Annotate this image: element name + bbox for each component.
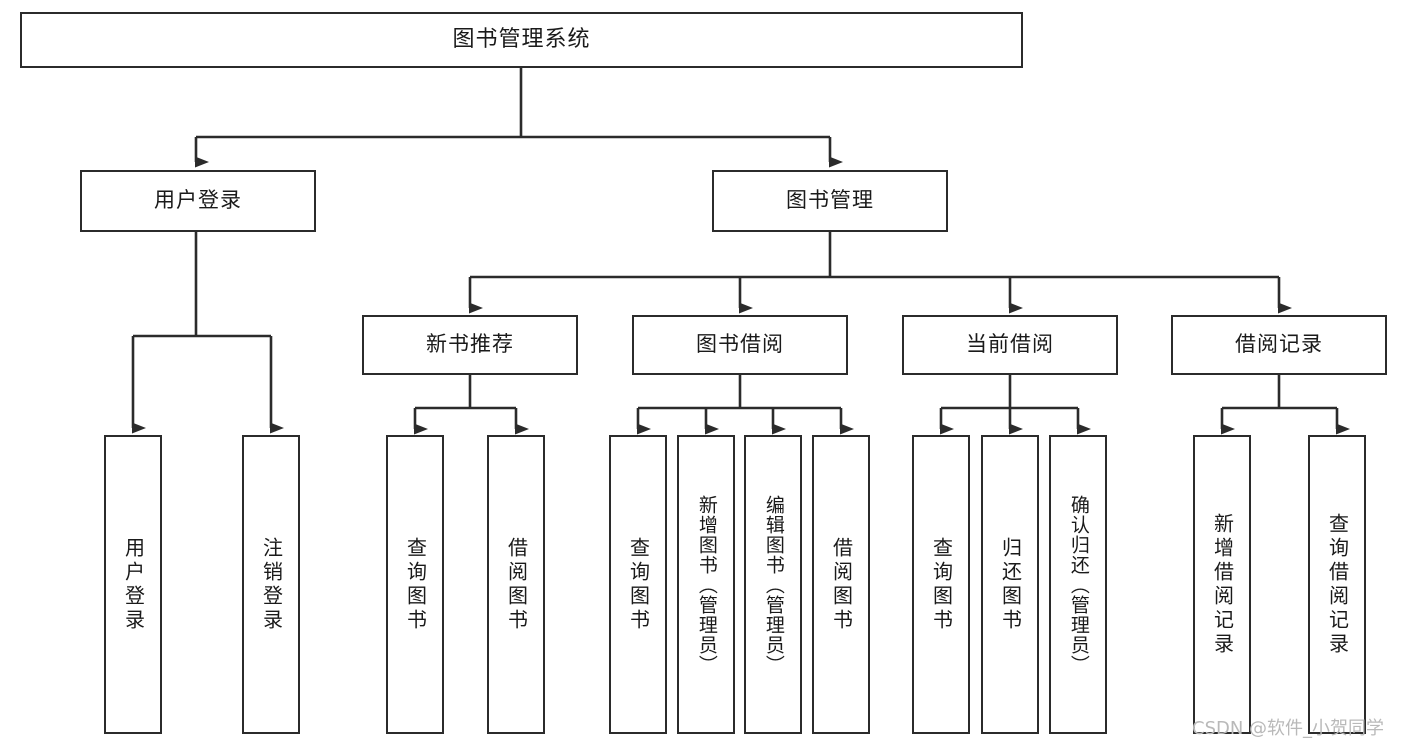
leaf-add-book-admin[interactable]: 新增图书（管理员） (677, 435, 735, 734)
node-root-system[interactable]: 图书管理系统 (20, 12, 1023, 68)
leaf-query-book-recommend[interactable]: 查询图书 (386, 435, 444, 734)
node-book-borrow[interactable]: 图书借阅 (632, 315, 848, 375)
leaf-confirm-return-admin[interactable]: 确认归还（管理员） (1049, 435, 1107, 734)
node-borrow-record[interactable]: 借阅记录 (1171, 315, 1387, 375)
node-user-login[interactable]: 用户登录 (80, 170, 316, 232)
leaf-borrow-book-recommend[interactable]: 借阅图书 (487, 435, 545, 734)
leaf-borrow-book-borrow[interactable]: 借阅图书 (812, 435, 870, 734)
leaf-logout[interactable]: 注销登录 (242, 435, 300, 734)
leaf-user-login[interactable]: 用户登录 (104, 435, 162, 734)
leaf-return-book[interactable]: 归还图书 (981, 435, 1039, 734)
leaf-add-borrow-record[interactable]: 新增借阅记录 (1193, 435, 1251, 734)
leaf-edit-book-admin[interactable]: 编辑图书（管理员） (744, 435, 802, 734)
leaf-query-book-current[interactable]: 查询图书 (912, 435, 970, 734)
leaf-query-book-borrow[interactable]: 查询图书 (609, 435, 667, 734)
node-new-book-recommend[interactable]: 新书推荐 (362, 315, 578, 375)
node-book-management[interactable]: 图书管理 (712, 170, 948, 232)
node-current-borrow[interactable]: 当前借阅 (902, 315, 1118, 375)
leaf-query-borrow-record[interactable]: 查询借阅记录 (1308, 435, 1366, 734)
csdn-watermark: CSDN @软件_小贺同学 (1192, 718, 1385, 739)
